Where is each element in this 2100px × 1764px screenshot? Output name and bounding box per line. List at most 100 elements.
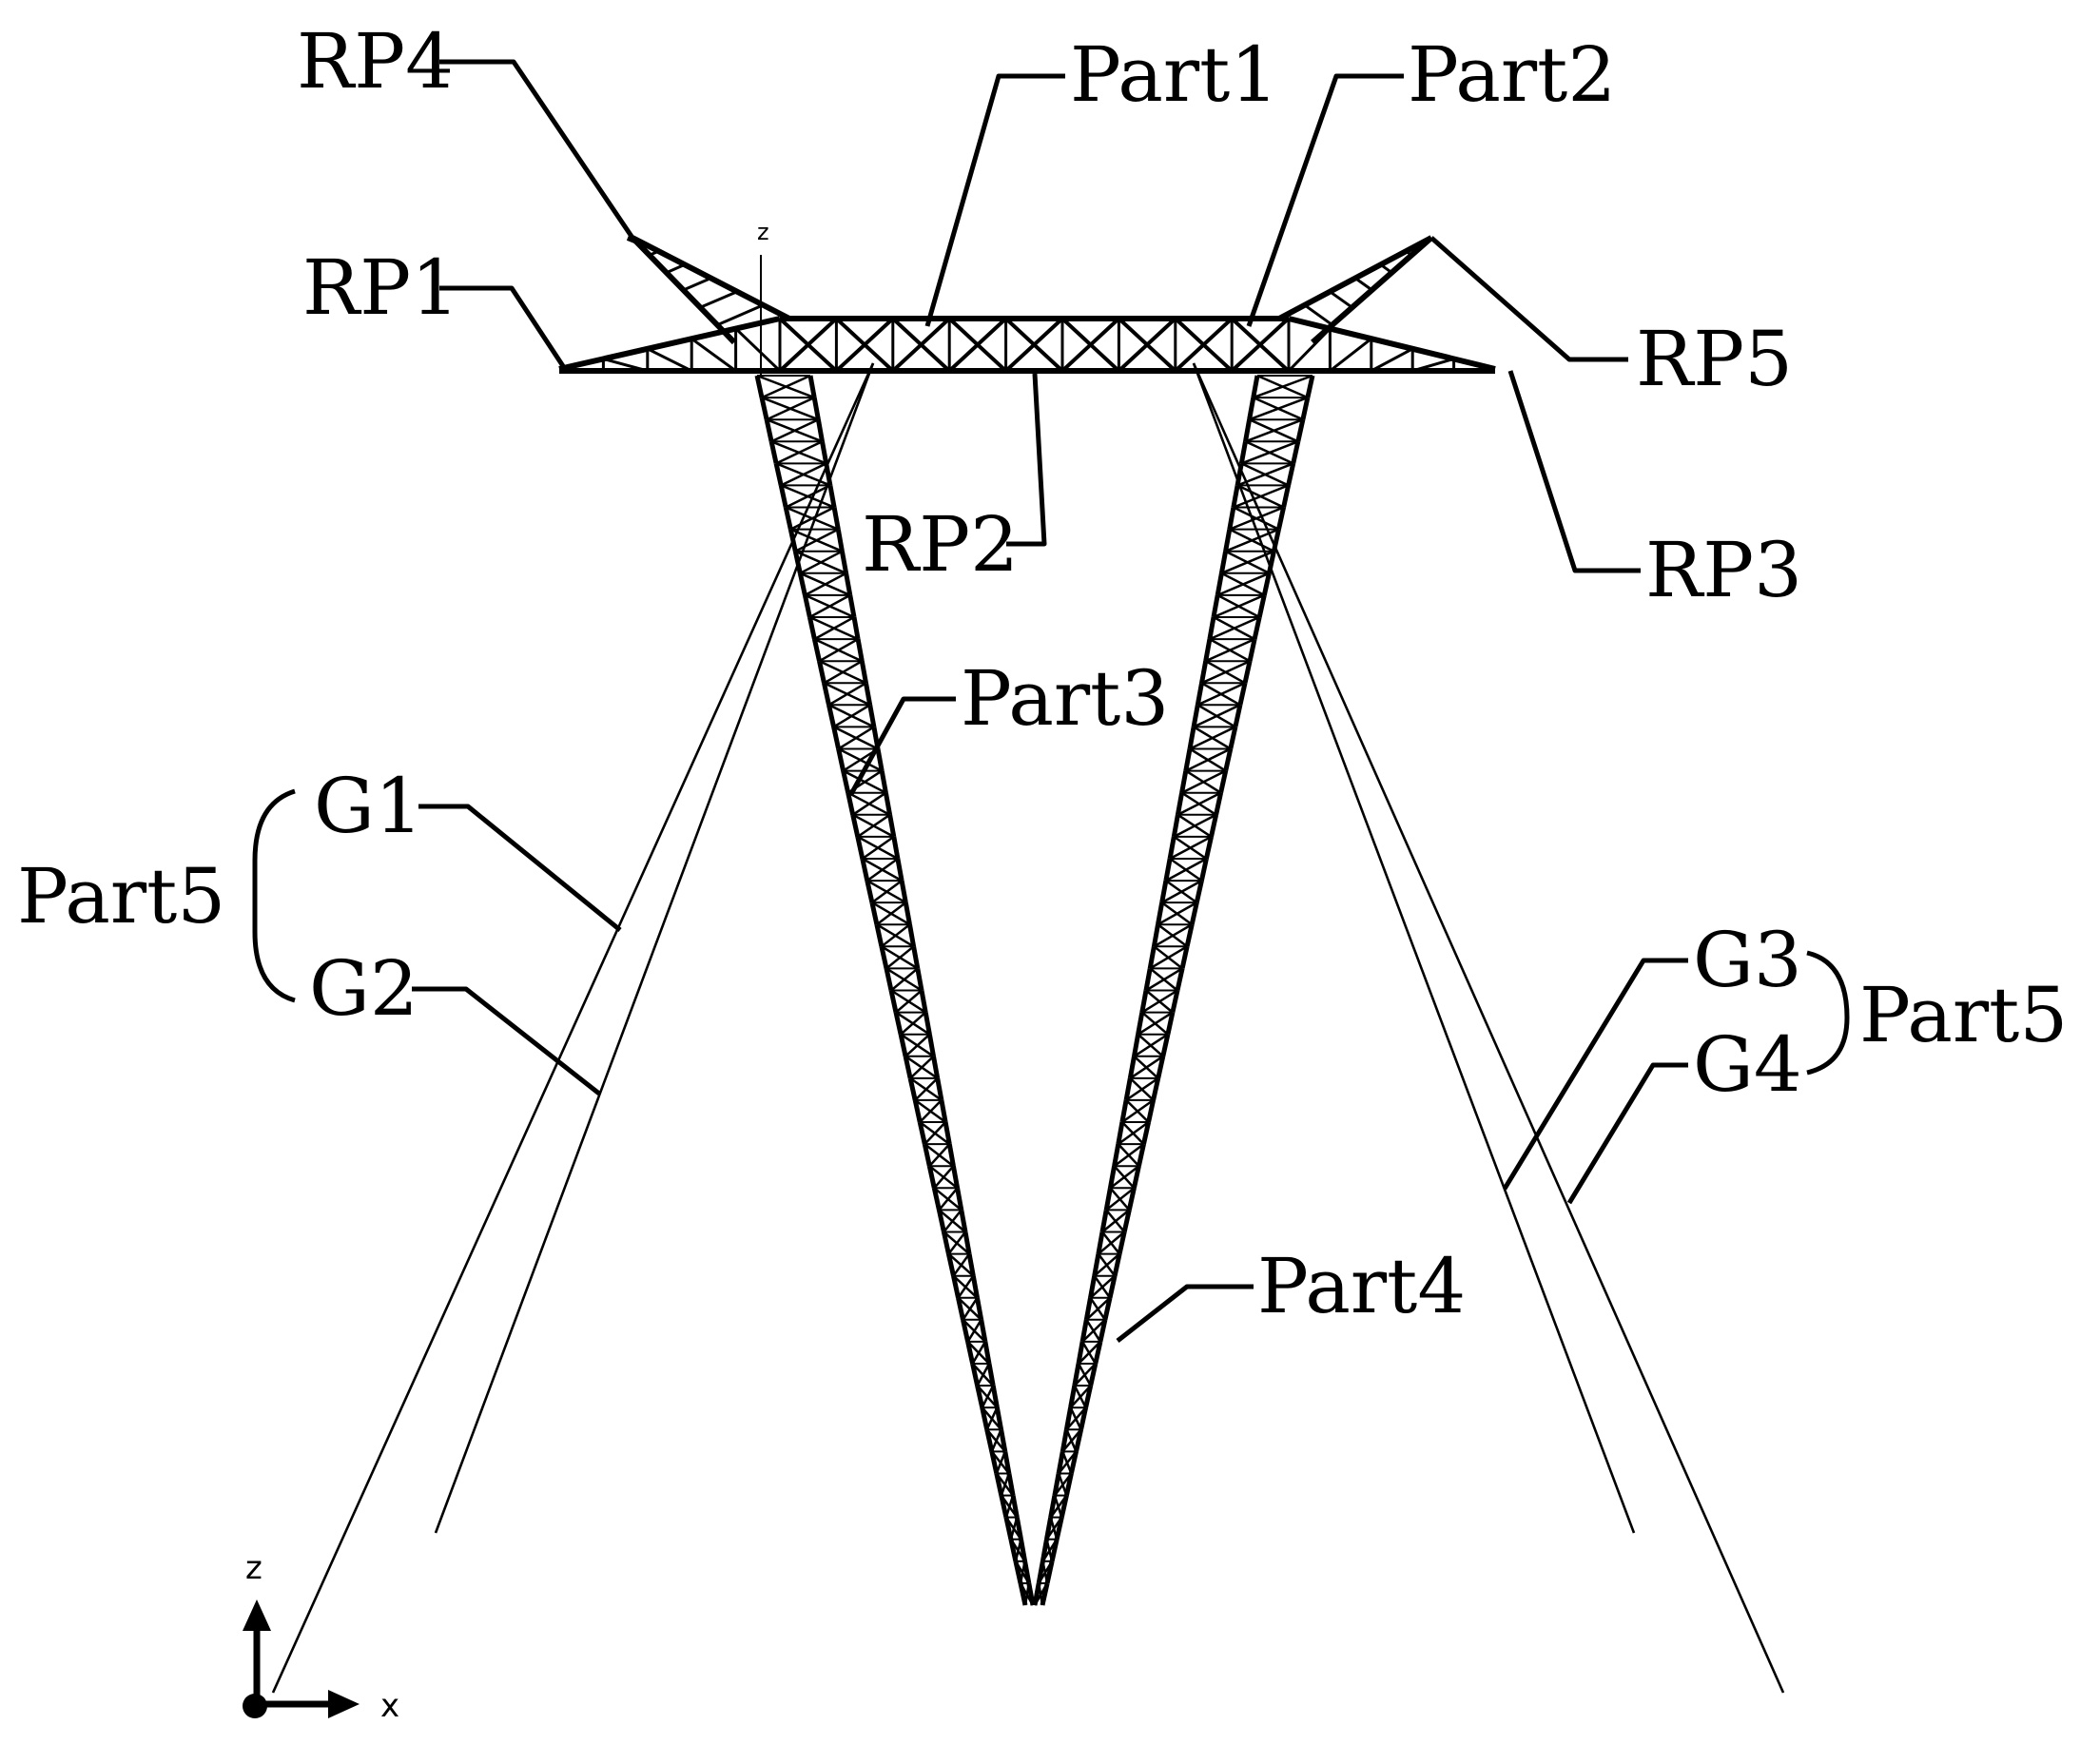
left-arm-brace	[558, 367, 604, 373]
right-leg-chord	[1036, 1560, 1045, 1584]
cross-arm-truss	[558, 235, 1496, 374]
right-arm-brace	[1411, 357, 1455, 373]
left-arm-slope	[558, 316, 781, 372]
right-leg-chord	[1141, 1121, 1152, 1145]
right-leg-chord	[1276, 506, 1287, 531]
right-leg-brace	[1053, 1472, 1073, 1497]
right-arm-brace	[1453, 367, 1496, 373]
left-leg-brace	[789, 506, 835, 531]
arm-brace	[1118, 317, 1177, 373]
right-leg-chord	[1048, 1495, 1058, 1519]
right-leg-chord	[1151, 923, 1160, 947]
left-leg-brace	[871, 880, 903, 904]
right-leg-brace	[1113, 1143, 1145, 1168]
left-leg-chord	[827, 484, 837, 508]
right-leg-brace	[1153, 923, 1193, 948]
left-leg-chord	[917, 1121, 927, 1145]
right-leg-brace	[1121, 1098, 1155, 1124]
right-leg-brace	[1253, 374, 1313, 399]
left-leg-chord	[990, 1385, 1000, 1408]
left-leg-chord	[903, 901, 912, 925]
guy-wire-g4	[1192, 362, 1785, 1694]
right-leg-chord	[1261, 572, 1272, 596]
left-leg-chord	[792, 551, 803, 574]
axis-origin-icon	[243, 1694, 267, 1718]
brace-right	[1806, 950, 1850, 1076]
left-leg-brace	[794, 528, 839, 552]
left-leg-chord	[893, 1012, 904, 1036]
left-leg-chord	[911, 945, 921, 969]
left-leg-chord	[903, 1056, 913, 1079]
right-leg-chord	[1117, 1231, 1127, 1255]
left-leg-chord	[1006, 1473, 1016, 1497]
axis-z-label: z	[245, 1549, 262, 1587]
left-leg-brace	[990, 1428, 1002, 1452]
right-leg-chord	[1103, 1187, 1113, 1211]
right-leg-brace	[1078, 1341, 1101, 1365]
left-leg-chord	[1003, 1517, 1014, 1541]
left-leg-chord	[754, 375, 765, 398]
left-leg-chord	[811, 638, 822, 662]
left-leg-chord	[923, 1012, 932, 1036]
arm-brace	[1060, 317, 1120, 373]
right-peak-brace	[1303, 303, 1333, 326]
left-leg-brace	[785, 484, 831, 509]
right-leg-chord	[1209, 814, 1219, 838]
left-leg-chord	[773, 462, 784, 486]
left-leg-brace	[947, 1231, 966, 1255]
left-peak-brace	[649, 249, 660, 257]
left-leg-chord	[783, 506, 793, 531]
right-leg-chord	[1183, 748, 1193, 772]
left-leg-chord	[841, 770, 851, 794]
left-leg-chord	[835, 529, 845, 552]
right-leg-chord	[1098, 1319, 1108, 1343]
left-leg-chord	[1002, 1450, 1012, 1474]
right-leg-chord	[1068, 1450, 1079, 1475]
left-leg-brace	[770, 418, 819, 443]
left-leg-brace	[881, 923, 911, 948]
left-leg-brace	[928, 1143, 951, 1168]
left-leg-brace	[904, 1033, 931, 1057]
left-leg-brace	[966, 1319, 982, 1343]
left-leg-brace	[952, 1252, 971, 1277]
left-leg-chord	[1010, 1495, 1020, 1519]
left-leg-chord	[831, 507, 841, 531]
label-rp3: RP3	[1645, 526, 1802, 614]
left-leg-chord	[807, 375, 817, 398]
right-leg-brace	[1233, 484, 1290, 509]
left-leg-chord	[966, 1253, 976, 1277]
right-leg-brace	[1216, 572, 1270, 597]
left-leg-chord	[884, 967, 894, 992]
right-leg-chord	[1252, 616, 1262, 640]
right-leg-chord	[1102, 1297, 1113, 1321]
right-leg-brace	[1058, 1450, 1078, 1475]
right-leg-chord	[1243, 418, 1253, 442]
right-leg-chord	[1286, 462, 1296, 486]
right-leg-chord	[1076, 1341, 1085, 1365]
right-leg-chord	[1063, 1406, 1074, 1430]
leader-rp3	[1507, 370, 1641, 573]
right-leg-chord	[1179, 945, 1190, 969]
left-leg-chord	[931, 1056, 941, 1079]
right-leg-brace	[1176, 791, 1222, 816]
right-leg-chord	[1165, 1012, 1176, 1036]
brace-left	[252, 788, 296, 1003]
left-peak-brace	[716, 303, 765, 327]
leader-part4	[1116, 1284, 1254, 1343]
leader-rp5	[1429, 236, 1628, 362]
right-leg-chord	[1175, 967, 1185, 992]
right-leg-brace	[1196, 682, 1246, 707]
left-peak-cap	[626, 235, 649, 248]
label-g3: G3	[1693, 916, 1802, 1004]
right-leg-chord	[1112, 1143, 1121, 1167]
right-leg-brace	[1093, 1252, 1120, 1277]
left-leg-chord	[984, 1428, 995, 1452]
right-leg-brace	[1169, 835, 1213, 861]
right-leg-chord	[1271, 529, 1281, 552]
left-leg-chord	[1026, 1582, 1036, 1606]
left-leg-chord	[915, 967, 924, 991]
right-leg-chord	[1107, 1275, 1118, 1299]
left-leg-chord	[935, 1077, 944, 1101]
right-leg-brace	[1193, 704, 1241, 728]
